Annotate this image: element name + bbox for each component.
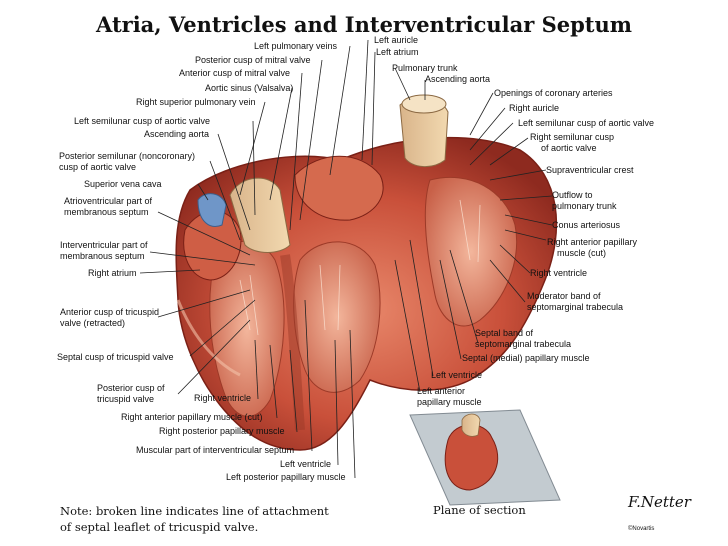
label-right-auricle: Right auricle: [509, 103, 560, 113]
label-anterior-cusp-tricuspid-2: valve (retracted): [60, 318, 126, 328]
label-ascending-aorta-left: Ascending aorta: [144, 129, 210, 139]
label-pulmonary-trunk: Pulmonary trunk: [392, 63, 458, 73]
label-left-anterior-papillary-1: Left anterior: [417, 386, 466, 396]
label-iv-membranous-1: Interventricular part of: [60, 240, 148, 250]
label-right-atrium: Right atrium: [88, 268, 137, 278]
copyright: ©Novartis: [628, 526, 655, 532]
label-outflow-1: Outflow to: [552, 190, 593, 200]
plane-of-section-figure: [409, 409, 561, 506]
label-av-membranous-1: Atrioventricular part of: [64, 196, 153, 206]
label-moderator-band-1: Moderator band of: [527, 291, 601, 301]
footnote-line-2: of septal leaflet of tricuspid valve.: [60, 520, 259, 534]
label-septal-papillary: Septal (medial) papillary muscle: [462, 353, 590, 363]
label-left-anterior-papillary-2: papillary muscle: [417, 397, 482, 407]
label-moderator-band-2: septomarginal trabecula: [527, 302, 624, 312]
label-septal-band-1: Septal band of: [475, 328, 534, 338]
label-left-semilunar-cusp-left: Left semilunar cusp of aortic valve: [74, 116, 211, 126]
superior-vena-cava: [197, 193, 227, 227]
label-aortic-sinus: Aortic sinus (Valsalva): [205, 83, 294, 93]
label-av-membranous-2: membranous septum: [64, 207, 149, 217]
label-left-auricle: Left auricle: [374, 35, 419, 45]
label-left-pulmonary-veins: Left pulmonary veins: [254, 41, 338, 51]
label-left-ventricle-bottom: Left ventricle: [280, 459, 332, 469]
footnote: Note: broken line indicates line of atta…: [60, 503, 329, 535]
label-septal-band-2: septomarginal trabecula: [475, 339, 572, 349]
label-posterior-cusp-tricuspid-2: tricuspid valve: [97, 394, 155, 404]
footnote-line-1: Note: broken line indicates line of atta…: [60, 504, 329, 518]
label-outflow-2: pulmonary trunk: [552, 201, 617, 211]
label-septal-cusp-tricuspid: Septal cusp of tricuspid valve: [57, 352, 174, 362]
label-right-anterior-papillary-cut: Right anterior papillary muscle (cut): [121, 412, 263, 422]
label-supraventricular-crest: Supraventricular crest: [546, 165, 634, 175]
label-conus-arteriosus: Conus arteriosus: [552, 220, 621, 230]
label-posterior-cusp-mitral: Posterior cusp of mitral valve: [195, 55, 311, 65]
label-right-semilunar-cusp-1: Right semilunar cusp: [530, 132, 615, 142]
diagram-title: Atria, Ventricles and Interventricular S…: [96, 12, 632, 37]
label-posterior-semilunar-1: Posterior semilunar (noncoronary): [59, 151, 196, 161]
label-ascending-aorta-top: Ascending aorta: [425, 74, 491, 84]
label-posterior-semilunar-2: cusp of aortic valve: [59, 162, 137, 172]
label-left-ventricle-right: Left ventricle: [431, 370, 483, 380]
label-superior-vena-cava: Superior vena cava: [84, 179, 162, 189]
label-left-posterior-papillary: Left posterior papillary muscle: [226, 472, 346, 482]
label-left-atrium: Left atrium: [376, 47, 419, 57]
label-right-semilunar-cusp-2: of aortic valve: [541, 143, 597, 153]
outflow-cavity: [424, 176, 518, 327]
label-right-ventricle-bottom: Right ventricle: [194, 393, 252, 403]
label-openings-coronary: Openings of coronary arteries: [494, 88, 613, 98]
label-right-anterior-papillary-2: muscle (cut): [557, 248, 607, 258]
label-posterior-cusp-tricuspid-1: Posterior cusp of: [97, 383, 165, 393]
label-right-posterior-papillary: Right posterior papillary muscle: [159, 426, 285, 436]
label-iv-membranous-2: membranous septum: [60, 251, 145, 261]
pulmonary-opening: [401, 94, 447, 114]
label-right-anterior-papillary-1: Right anterior papillary: [547, 237, 638, 247]
label-right-ventricle-right: Right ventricle: [530, 268, 588, 278]
plane-of-section-caption: Plane of section: [433, 503, 526, 517]
label-muscular-septum: Muscular part of interventricular septum: [136, 445, 295, 455]
label-right-superior-pulm-vein: Right superior pulmonary vein: [136, 97, 256, 107]
ascending-aorta: [229, 177, 291, 253]
label-anterior-cusp-tricuspid-1: Anterior cusp of tricuspid: [60, 307, 160, 317]
septum: [280, 254, 305, 431]
label-anterior-cusp-mitral: Anterior cusp of mitral valve: [179, 68, 291, 78]
label-left-semilunar-cusp-right: Left semilunar cusp of aortic valve: [518, 118, 655, 128]
artist-signature: F.Netter: [628, 493, 691, 511]
left-atrium: [294, 155, 384, 221]
